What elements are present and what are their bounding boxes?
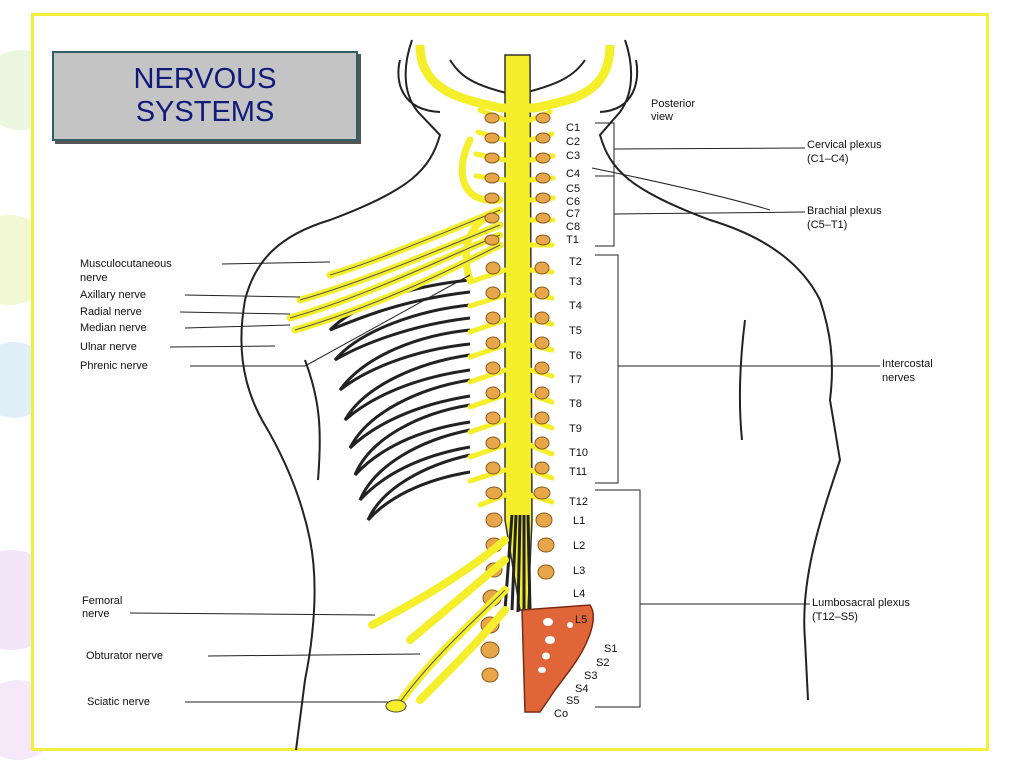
segment-label-s1: S1 <box>604 643 618 655</box>
segment-label-t5: T5 <box>569 325 582 337</box>
label-femoral-line1: Femoral <box>82 595 123 607</box>
label-radial-nerve: Radial nerve <box>80 306 142 318</box>
segment-label-c8: C8 <box>566 221 581 233</box>
segment-label-t3: T3 <box>569 276 582 288</box>
slide-title-line1: NERVOUS <box>133 63 277 95</box>
segment-label-c7: C7 <box>566 208 581 220</box>
segment-label-t1: T1 <box>566 234 579 246</box>
segment-label-t4: T4 <box>569 300 582 312</box>
brachial-nerves-outline <box>289 209 501 331</box>
segment-label-t7: T7 <box>569 374 582 386</box>
segment-label-t11: T11 <box>569 466 588 478</box>
segment-label-c6: C6 <box>566 196 581 208</box>
segment-label-l2: L2 <box>573 540 586 552</box>
spinal-cord <box>503 54 533 613</box>
segment-label-c3: C3 <box>566 150 581 162</box>
label-obturator-nerve: Obturator nerve <box>86 650 164 662</box>
segment-label-l5: L5 <box>575 614 588 626</box>
segment-label-c1: C1 <box>566 122 581 134</box>
label-lumbosacral-line1: Lumbosacral plexus <box>812 597 910 609</box>
segment-label-l1: L1 <box>573 515 586 527</box>
left-leader-lines <box>129 261 471 703</box>
segment-label-t8: T8 <box>569 398 582 410</box>
label-brachial-plexus-line2: (C5–T1) <box>807 219 848 231</box>
segment-label-t10: T10 <box>569 447 588 459</box>
segment-label-l3: L3 <box>573 565 586 577</box>
sacrum <box>521 604 594 713</box>
label-musculocutaneous-line1: Musculocutaneous <box>80 258 172 270</box>
segment-label-t9: T9 <box>569 423 582 435</box>
slide-title-box: NERVOUS SYSTEMS <box>52 51 358 141</box>
segment-label-s4: S4 <box>575 683 589 695</box>
label-sciatic-nerve: Sciatic nerve <box>87 696 150 708</box>
label-cervical-plexus-line2: (C1–C4) <box>807 153 849 165</box>
segment-label-s5: S5 <box>566 695 580 707</box>
view-label-line2: view <box>651 111 674 123</box>
label-intercostal-line1: Intercostal <box>882 358 933 370</box>
label-musculocutaneous-line2: nerve <box>80 272 108 284</box>
body-outline <box>240 39 842 751</box>
segment-label-c2: C2 <box>566 136 581 148</box>
skull-base <box>415 44 615 113</box>
label-intercostal-line2: nerves <box>882 372 916 384</box>
ribs <box>328 278 471 522</box>
segment-label-t2: T2 <box>569 256 582 268</box>
label-median-nerve: Median nerve <box>80 322 147 334</box>
label-lumbosacral-line2: (T12–S5) <box>812 611 858 623</box>
label-femoral-line2: nerve <box>82 608 110 620</box>
lumbar-nerves-outline <box>397 589 506 706</box>
view-label-line1: Posterior <box>651 98 696 110</box>
right-leader-lines <box>591 122 880 708</box>
label-cervical-plexus-line1: Cervical plexus <box>807 139 882 151</box>
slide-title-line2: SYSTEMS <box>135 96 275 128</box>
sciatic-nerve-end <box>385 699 407 713</box>
label-phrenic-nerve: Phrenic nerve <box>80 360 148 372</box>
segment-label-c4: C4 <box>566 168 581 180</box>
segment-label-s2: S2 <box>596 657 610 669</box>
segment-label-t12: T12 <box>569 496 588 508</box>
segment-label-c5: C5 <box>566 183 581 195</box>
label-axillary-nerve: Axillary nerve <box>80 289 147 301</box>
segment-label-t6: T6 <box>569 350 582 362</box>
label-brachial-plexus-line1: Brachial plexus <box>807 205 882 217</box>
ganglia <box>480 112 555 683</box>
label-ulnar-nerve: Ulnar nerve <box>80 341 137 353</box>
brachial-nerves <box>286 136 504 334</box>
segment-label-s3: S3 <box>584 670 598 682</box>
segment-label-co: Co <box>554 708 569 720</box>
segment-label-l4: L4 <box>573 588 586 600</box>
